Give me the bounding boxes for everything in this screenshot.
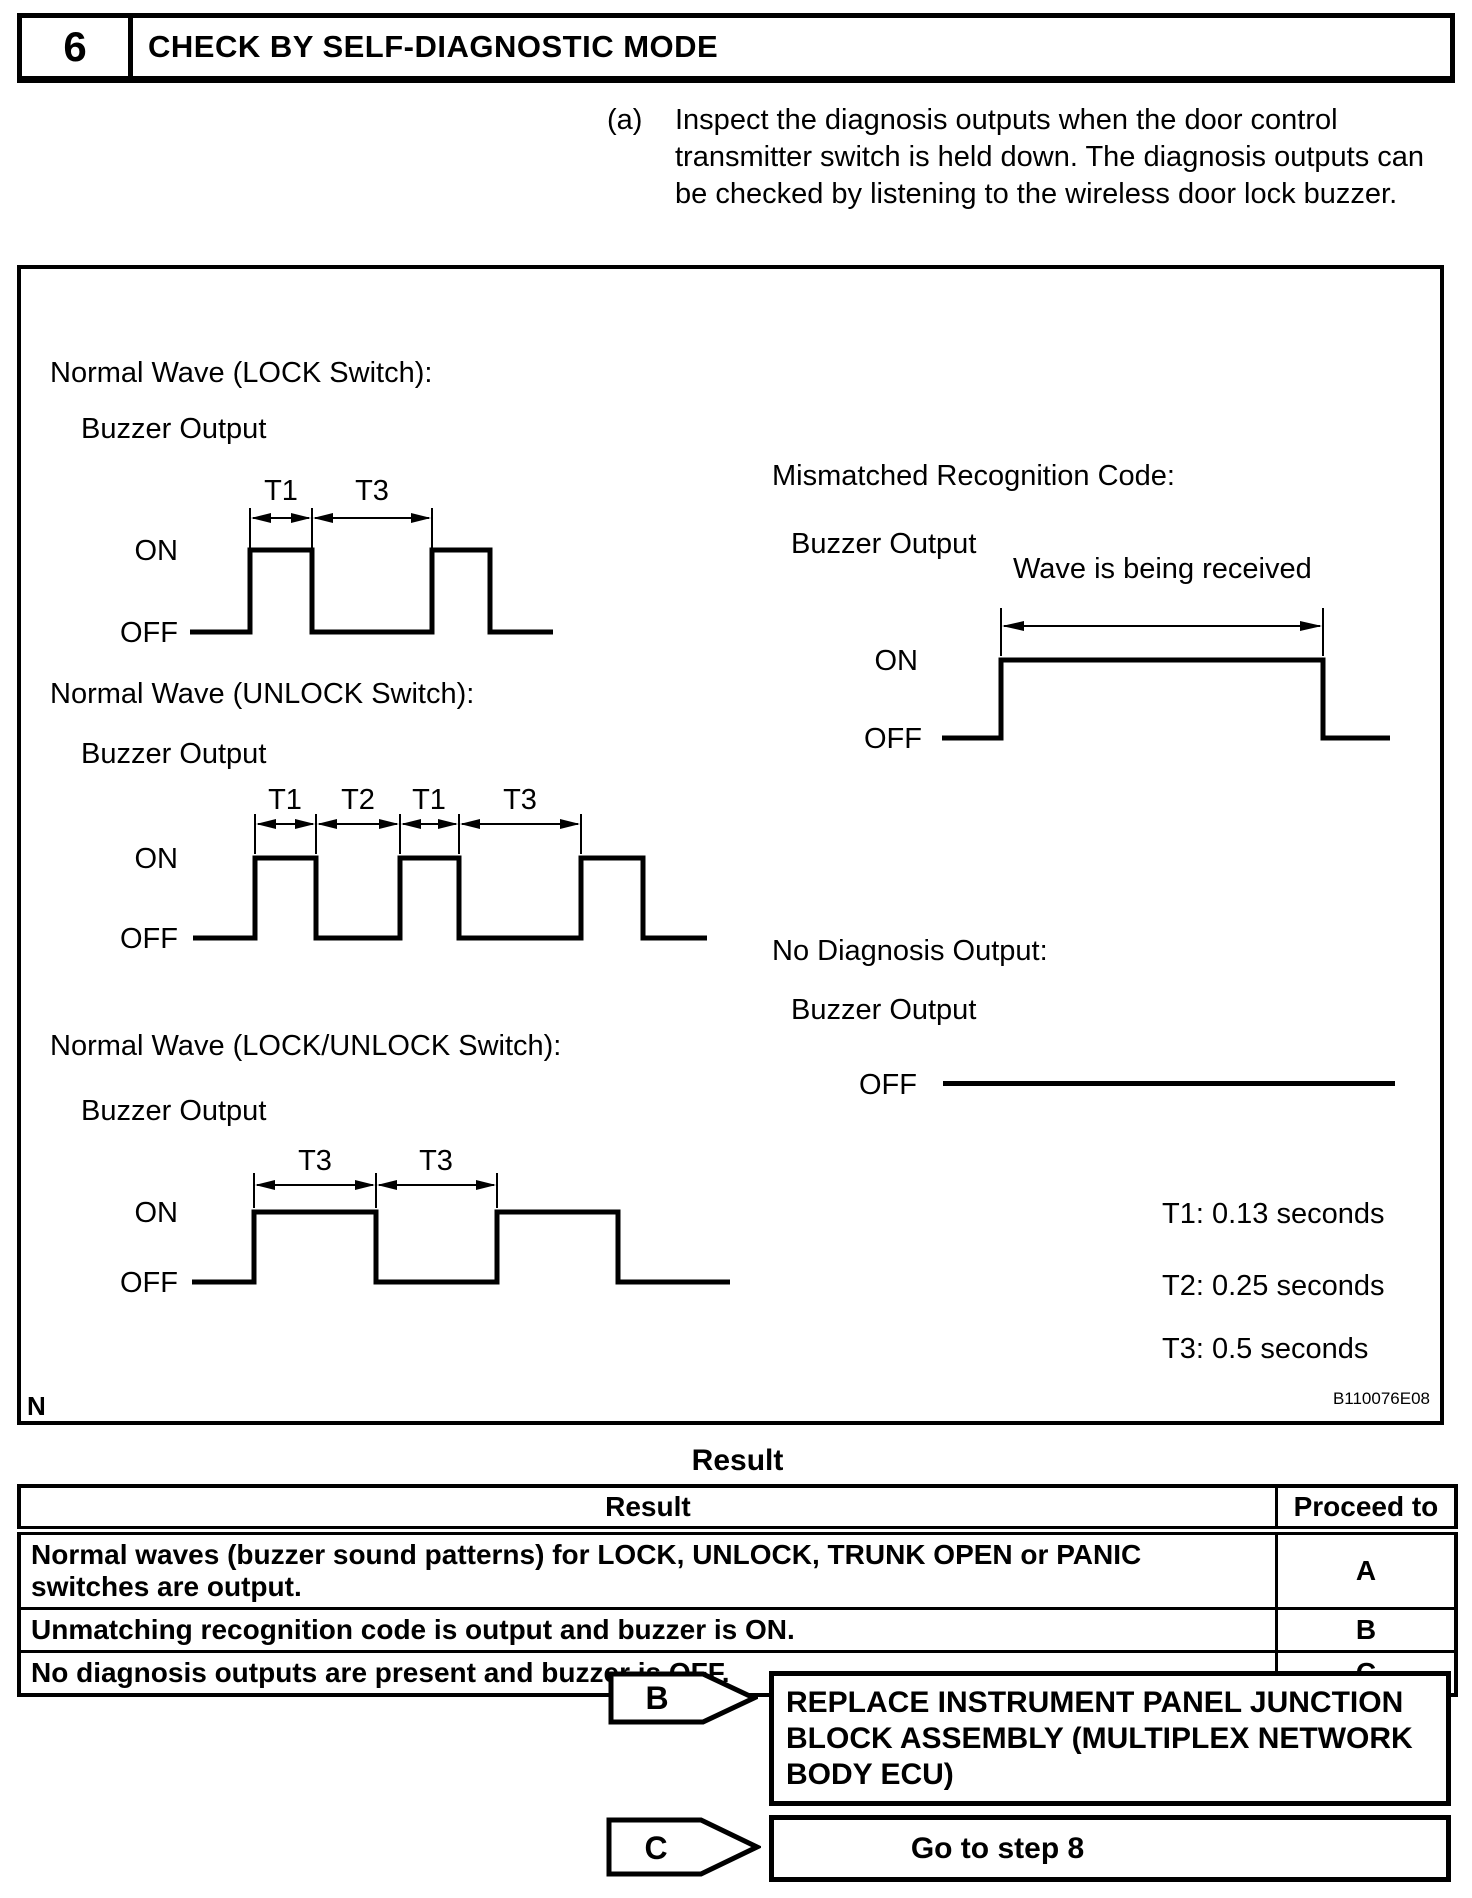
waveform-lock-title: Normal Wave (LOCK Switch):: [50, 357, 433, 389]
instruction-text: Inspect the diagnosis outputs when the d…: [675, 104, 1425, 210]
buzzer-output-label: Buzzer Output: [791, 994, 977, 1026]
waveform-unlock-diagram: T1 T2 T1 T3 ON OFF: [120, 784, 707, 955]
arrowhead-icon: [317, 819, 337, 829]
off-label: OFF: [120, 923, 178, 955]
action-arrow-c: C: [606, 1817, 761, 1877]
arrowhead-icon: [1002, 621, 1024, 631]
arrowhead-icon: [291, 513, 311, 523]
arrowhead-icon: [460, 819, 480, 829]
arrowhead-icon: [476, 1180, 496, 1190]
timing-t1: T1: 0.13 seconds: [1162, 1198, 1385, 1230]
buzzer-output-label: Buzzer Output: [81, 1095, 267, 1127]
buzzer-output-label: Buzzer Output: [791, 528, 977, 560]
on-label: ON: [135, 1197, 179, 1229]
off-label: OFF: [859, 1069, 917, 1101]
mismatched-title: Mismatched Recognition Code:: [772, 460, 1175, 492]
proceed-cell: B: [1274, 1607, 1458, 1653]
result-cell: Normal waves (buzzer sound patterns) for…: [17, 1529, 1278, 1610]
arrowhead-icon: [377, 1180, 397, 1190]
off-label: OFF: [864, 723, 922, 755]
result-heading: Result: [691, 1444, 784, 1477]
arrowhead-icon: [379, 819, 399, 829]
result-table: Result Proceed to Normal waves (buzzer s…: [17, 1484, 1458, 1697]
table-header-row: Result Proceed to: [17, 1484, 1458, 1535]
interval-label: T3: [503, 784, 537, 816]
on-label: ON: [135, 843, 179, 875]
timing-t2: T2: 0.25 seconds: [1162, 1270, 1385, 1302]
waveform-lock-unlock-title: Normal Wave (LOCK/UNLOCK Switch):: [50, 1030, 562, 1062]
action-arrow-b: B: [608, 1671, 758, 1725]
waveform-lock-diagram: T1 T3 ON OFF: [120, 475, 553, 649]
instruction-marker: (a): [607, 104, 643, 136]
arrowhead-icon: [401, 819, 421, 829]
proceed-column-header: Proceed to: [1274, 1484, 1458, 1535]
figure-corner-mark: N: [27, 1391, 46, 1421]
arrowhead-icon: [1300, 621, 1322, 631]
arrow-pentagon-icon: [606, 1817, 761, 1877]
table-row: Unmatching recognition code is output an…: [17, 1607, 1458, 1653]
arrowhead-icon: [251, 513, 271, 523]
arrowhead-icon: [255, 1180, 275, 1190]
arrowhead-icon: [256, 819, 276, 829]
wave-trace: [190, 547, 553, 635]
buzzer-output-label: Buzzer Output: [81, 738, 267, 770]
arrowhead-icon: [411, 513, 431, 523]
buzzer-output-label: Buzzer Output: [81, 413, 267, 445]
result-cell: Unmatching recognition code is output an…: [17, 1607, 1278, 1653]
interval-label: T2: [341, 784, 375, 816]
no-diagnosis-title: No Diagnosis Output:: [772, 935, 1048, 967]
step-header: 6 CHECK BY SELF-DIAGNOSTIC MODE: [17, 13, 1455, 83]
figure-code: B110076E08: [1332, 1389, 1430, 1408]
arrowhead-icon: [560, 819, 580, 829]
action-label-b: B: [645, 1680, 668, 1716]
arrowhead-icon: [295, 819, 315, 829]
action-box-b: REPLACE INSTRUMENT PANEL JUNCTION BLOCK …: [769, 1671, 1451, 1806]
wave-trace: [942, 657, 1390, 741]
interval-label: T3: [298, 1145, 332, 1177]
on-label: ON: [875, 645, 919, 677]
table-row: Normal waves (buzzer sound patterns) for…: [17, 1529, 1458, 1610]
flat-off-line: [943, 1081, 1395, 1086]
step-title: CHECK BY SELF-DIAGNOSTIC MODE: [148, 29, 719, 64]
action-label-c: C: [644, 1830, 667, 1866]
timing-t3: T3: 0.5 seconds: [1162, 1333, 1369, 1365]
waveform-figure: Normal Wave (LOCK Switch): Buzzer Output…: [17, 265, 1444, 1425]
arrowhead-icon: [438, 819, 458, 829]
on-label: ON: [135, 535, 179, 567]
waveform-mismatched-diagram: ON OFF: [864, 608, 1390, 755]
result-column-header: Result: [17, 1484, 1278, 1535]
interval-label: T1: [412, 784, 446, 816]
wave-trace: [193, 855, 707, 941]
off-label: OFF: [120, 617, 178, 649]
interval-label: T1: [264, 475, 298, 507]
interval-label: T1: [268, 784, 302, 816]
arrowhead-icon: [355, 1180, 375, 1190]
interval-label: T3: [355, 475, 389, 507]
instruction-paragraph: (a) Inspect the diagnosis outputs when t…: [607, 102, 1437, 213]
interval-label: T3: [419, 1145, 453, 1177]
proceed-cell: A: [1274, 1529, 1458, 1610]
arrow-pentagon-icon: [608, 1671, 758, 1725]
waveform-lock-unlock-diagram: T3 T3 ON OFF: [120, 1145, 730, 1299]
arrowhead-icon: [313, 513, 333, 523]
wave-received-annotation: Wave is being received: [1013, 553, 1312, 585]
waveform-unlock-title: Normal Wave (UNLOCK Switch):: [50, 678, 475, 710]
off-label: OFF: [120, 1267, 178, 1299]
step-number: 6: [22, 18, 133, 76]
action-box-c: Go to step 8: [769, 1815, 1451, 1882]
wave-trace: [192, 1209, 730, 1285]
